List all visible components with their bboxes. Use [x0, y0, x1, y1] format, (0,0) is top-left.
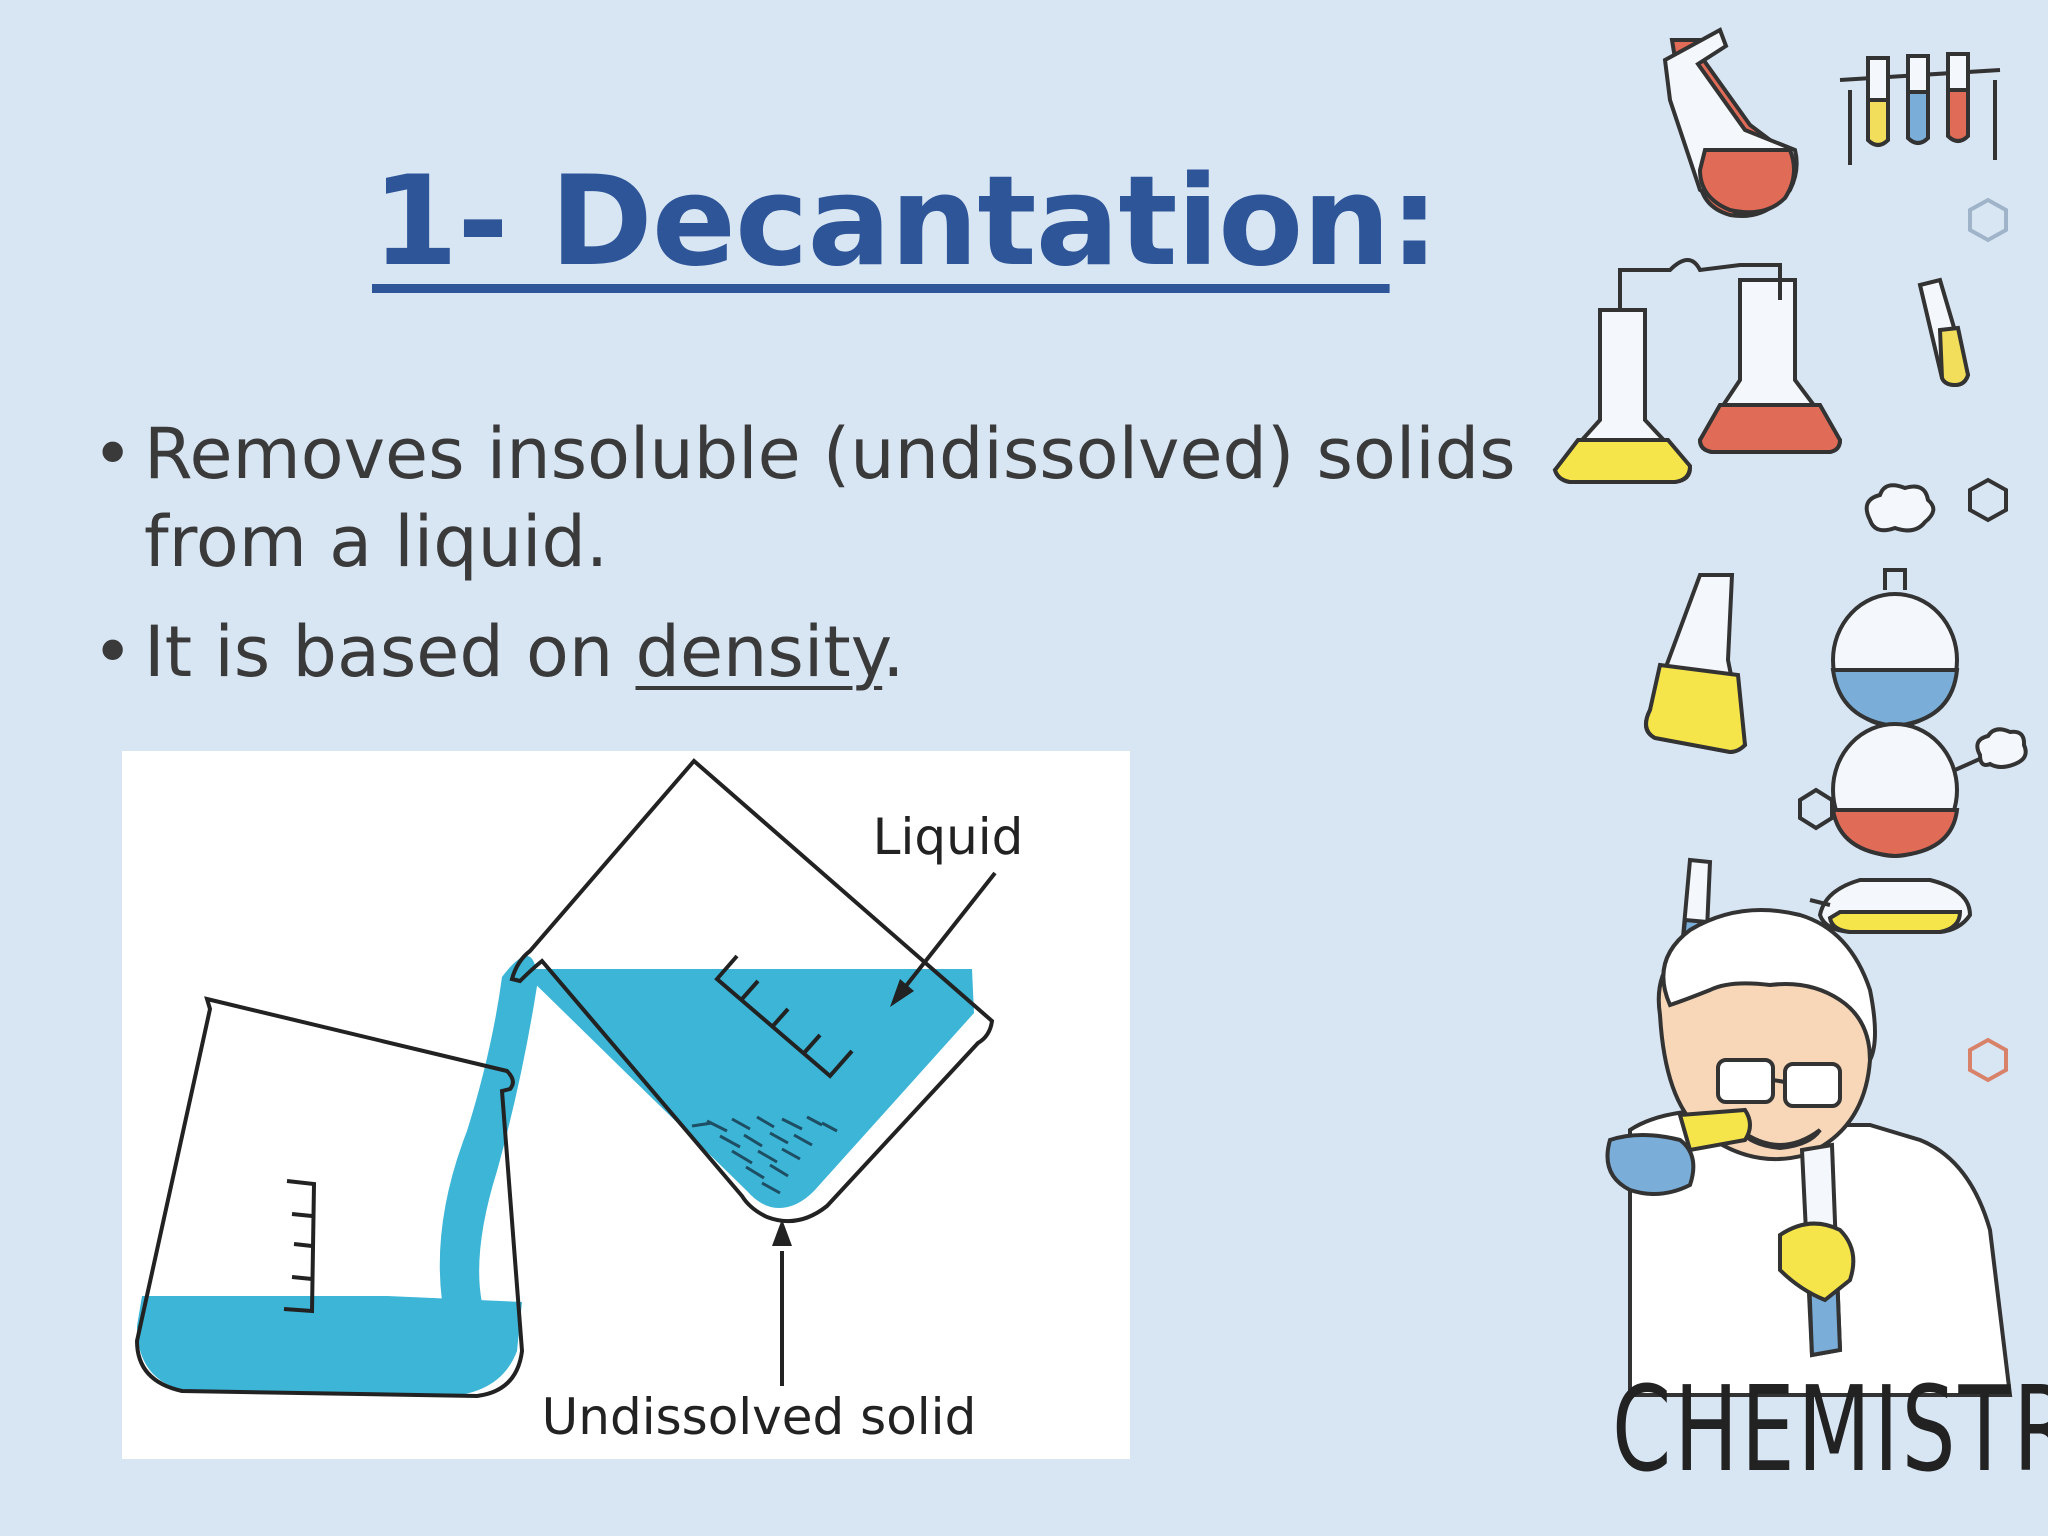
arrow-liquid-icon	[890, 871, 997, 1007]
bullet-list: • Removes insoluble (undissolved) solids…	[92, 410, 1572, 718]
connected-flasks-icon	[1552, 258, 1843, 484]
graduation-marks-icon	[283, 1179, 317, 1314]
arrow-solid-icon	[772, 1219, 792, 1386]
lab-equipment-illustration	[1552, 27, 2028, 1397]
bullet-text-underlined: density	[635, 611, 883, 693]
slide-title-colon: :	[1389, 150, 1440, 294]
molecule-icon	[1798, 197, 2008, 1083]
sediment-icon	[691, 1115, 838, 1195]
bullet-text-end: .	[882, 611, 905, 693]
graduation-marks-icon	[714, 954, 854, 1079]
label-liquid: Liquid	[873, 808, 1024, 866]
test-tube-rack-icon	[1839, 52, 2001, 165]
bullet-item: • Removes insoluble (undissolved) solids…	[92, 410, 1572, 586]
decantation-illustration: Liquid Undissolved solid	[134, 758, 1024, 1446]
bullet-dot-icon: •	[92, 413, 134, 495]
slide-title: 1- Decantation:	[372, 150, 1439, 294]
label-undissolved-solid: Undissolved solid	[542, 1388, 977, 1446]
flask-icon	[1644, 573, 1748, 755]
scientist-icon	[1605, 908, 2013, 1397]
bullet-dot-icon: •	[92, 611, 134, 693]
bullet-text: It is based on	[144, 611, 636, 693]
slide-title-main: 1- Decantation	[372, 150, 1391, 294]
smoke-icon	[1864, 483, 2028, 769]
flask-icon	[1662, 27, 1799, 218]
test-tube-icon	[1917, 277, 1971, 388]
distillation-apparatus-icon	[1809, 568, 2001, 934]
chemistry-logo: CHEMISTRY	[1612, 1360, 2048, 1498]
bullet-text: Removes insoluble (undissolved) solids f…	[144, 413, 1516, 583]
bullet-item: • It is based on density.	[92, 608, 1572, 696]
decantation-diagram: Liquid Undissolved solid	[122, 751, 1130, 1459]
chemistry-decor	[1540, 0, 2048, 1536]
